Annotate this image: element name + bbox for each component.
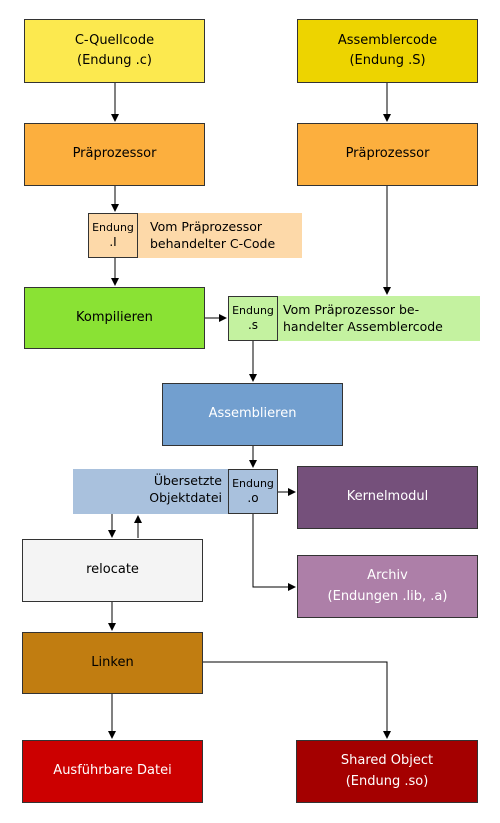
node-archive: Archiv (Endungen .lib, .a) xyxy=(297,555,478,618)
node-shared-object: Shared Object (Endung .so) xyxy=(296,740,478,803)
node-kernel-module-label: Kernelmodul xyxy=(346,489,429,505)
ext-o-box: Endung .o xyxy=(228,469,278,514)
node-archive-title: Archiv xyxy=(367,568,408,584)
node-archive-ext: (Endungen .lib, .a) xyxy=(327,588,448,604)
band-ext-s-desc-line2: handelter Assemblercode xyxy=(283,318,443,334)
node-c-source-title: C-Quellcode xyxy=(74,32,155,48)
node-executable: Ausführbare Datei xyxy=(22,740,203,803)
ext-s-value: .s xyxy=(247,317,259,332)
node-c-source: C-Quellcode (Endung .c) xyxy=(24,19,205,83)
ext-s-label: Endung xyxy=(232,303,274,317)
node-asm-source-ext: (Endung .S) xyxy=(349,53,426,68)
ext-o-value: .o xyxy=(247,490,259,505)
node-preprocessor-c: Präprozessor xyxy=(24,123,205,186)
band-ext-i-desc-line1: Vom Präprozessor xyxy=(150,219,263,234)
ext-i-value: .I xyxy=(109,234,117,249)
band-ext-i-desc-line2: behandelter C-Code xyxy=(150,235,276,251)
node-relocate-label: relocate xyxy=(86,562,139,578)
node-preprocessor-asm-label: Präprozessor xyxy=(345,146,430,162)
band-ext-s-desc-line1: Vom Präprozessor be- xyxy=(283,302,420,317)
ext-o-label: Endung xyxy=(232,476,274,490)
node-relocate: relocate xyxy=(22,539,203,602)
ext-s-box: Endung .s xyxy=(228,296,278,341)
band-ext-o-desc-line2: Objektdatei xyxy=(149,489,222,505)
arrow-ext-o-archive xyxy=(252,514,296,591)
node-shared-object-ext: (Endung .so) xyxy=(345,773,429,789)
node-shared-object-title: Shared Object xyxy=(340,753,434,769)
node-kernel-module: Kernelmodul xyxy=(297,466,478,529)
node-asm-source: Assemblercode (Endung .S) xyxy=(297,19,478,83)
node-compile-label: Kompilieren xyxy=(76,309,153,325)
node-link-label: Linken xyxy=(91,654,134,670)
node-preprocessor-c-label: Präprozessor xyxy=(72,146,157,162)
node-asm-source-title: Assemblercode xyxy=(337,32,438,48)
node-compile: Kompilieren xyxy=(24,287,205,349)
node-c-source-ext: (Endung .c) xyxy=(77,53,152,68)
ext-i-box: Endung .I xyxy=(88,213,138,258)
arrow-link-shared xyxy=(203,661,391,739)
band-ext-o-desc-line1: Übersetzte xyxy=(153,473,222,488)
ext-i-label: Endung xyxy=(92,220,134,234)
node-preprocessor-asm: Präprozessor xyxy=(297,123,478,186)
node-assemble: Assemblieren xyxy=(162,383,343,446)
node-link: Linken xyxy=(22,632,203,694)
node-executable-label: Ausführbare Datei xyxy=(53,763,172,779)
node-assemble-label: Assemblieren xyxy=(208,406,297,422)
